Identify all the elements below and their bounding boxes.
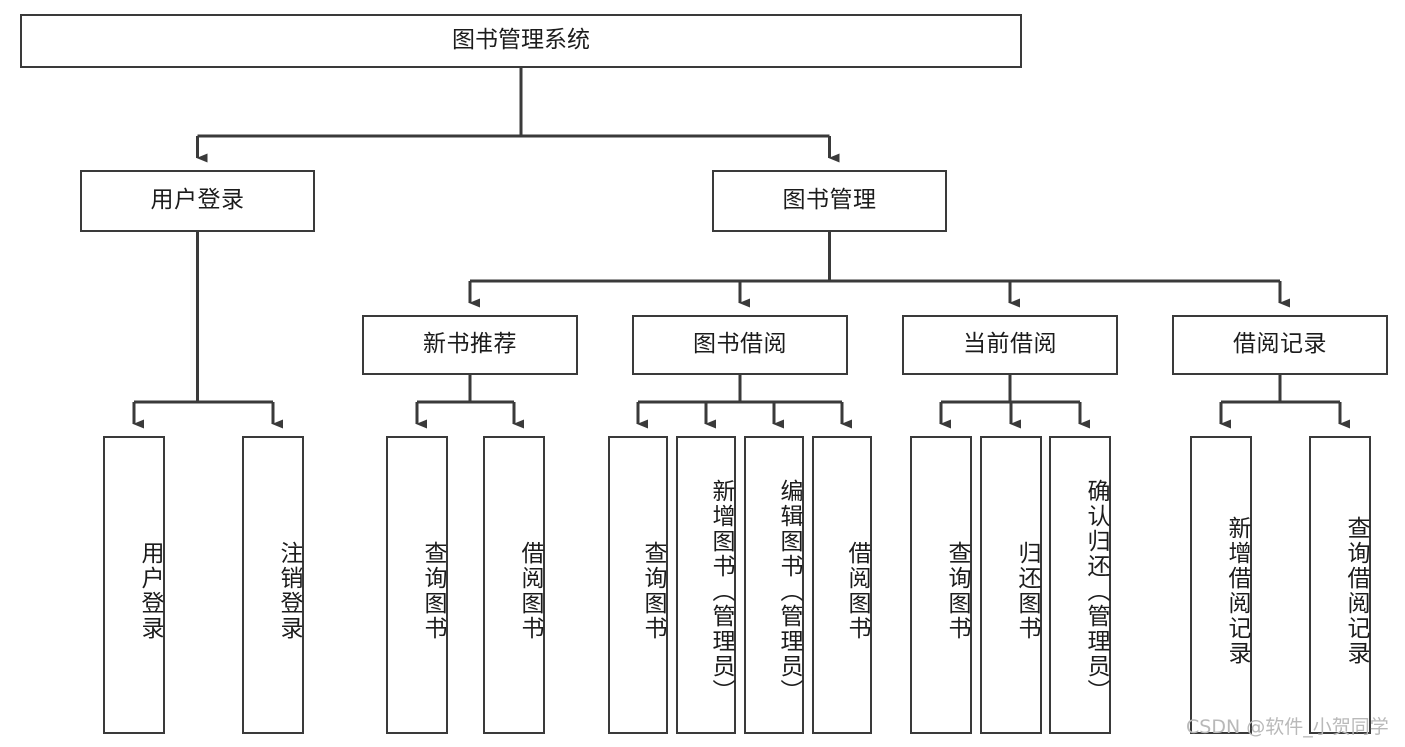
node-leaf-record-query[interactable]: 查询借阅记录 <box>1309 436 1371 734</box>
node-label: 用户登录 <box>150 187 245 214</box>
node-label: 用户登录 <box>137 541 163 641</box>
node-label: 查询图书 <box>420 541 446 641</box>
node-label: 查询借阅记录 <box>1343 516 1369 666</box>
node-label: 图书管理 <box>782 187 877 214</box>
node-leaf-user-logout[interactable]: 注销登录 <box>242 436 304 734</box>
node-leaf-current-return-book[interactable]: 归还图书 <box>980 436 1042 734</box>
node-label: 编辑图书（管理员） <box>776 478 802 704</box>
node-leaf-current-confirm-return[interactable]: 确认归还（管理员） <box>1049 436 1111 734</box>
node-label: 确认归还（管理员） <box>1083 478 1109 704</box>
node-leaf-recommend-query-book[interactable]: 查询图书 <box>386 436 448 734</box>
node-leaf-recommend-borrow-book[interactable]: 借阅图书 <box>483 436 545 734</box>
node-label: 查询图书 <box>640 541 666 641</box>
node-label: 当前借阅 <box>963 331 1057 358</box>
node-leaf-user-login[interactable]: 用户登录 <box>103 436 165 734</box>
node-label: 图书管理系统 <box>452 27 590 54</box>
node-label: 归还图书 <box>1014 541 1040 641</box>
node-label: 图书借阅 <box>693 331 787 358</box>
node-user-login[interactable]: 用户登录 <box>80 170 315 232</box>
node-label: 查询图书 <box>944 541 970 641</box>
node-label: 借阅图书 <box>844 541 870 641</box>
node-book-borrow[interactable]: 图书借阅 <box>632 315 848 375</box>
node-leaf-borrow-borrow-book[interactable]: 借阅图书 <box>812 436 872 734</box>
node-leaf-borrow-query-book[interactable]: 查询图书 <box>608 436 668 734</box>
node-leaf-record-add[interactable]: 新增借阅记录 <box>1190 436 1252 734</box>
watermark-text: CSDN @软件_小贺同学 <box>1186 716 1389 738</box>
node-label: 借阅记录 <box>1233 331 1327 358</box>
node-label: 注销登录 <box>276 541 302 641</box>
node-leaf-current-query-book[interactable]: 查询图书 <box>910 436 972 734</box>
node-leaf-borrow-add-book[interactable]: 新增图书（管理员） <box>676 436 736 734</box>
node-new-book-recommend[interactable]: 新书推荐 <box>362 315 578 375</box>
node-root-system[interactable]: 图书管理系统 <box>20 14 1022 68</box>
node-label: 新增图书（管理员） <box>708 478 734 704</box>
node-book-manage[interactable]: 图书管理 <box>712 170 947 232</box>
node-borrow-record[interactable]: 借阅记录 <box>1172 315 1388 375</box>
node-leaf-borrow-edit-book[interactable]: 编辑图书（管理员） <box>744 436 804 734</box>
node-label: 新书推荐 <box>423 331 517 358</box>
node-label: 新增借阅记录 <box>1224 516 1250 666</box>
node-current-borrow[interactable]: 当前借阅 <box>902 315 1118 375</box>
node-label: 借阅图书 <box>517 541 543 641</box>
